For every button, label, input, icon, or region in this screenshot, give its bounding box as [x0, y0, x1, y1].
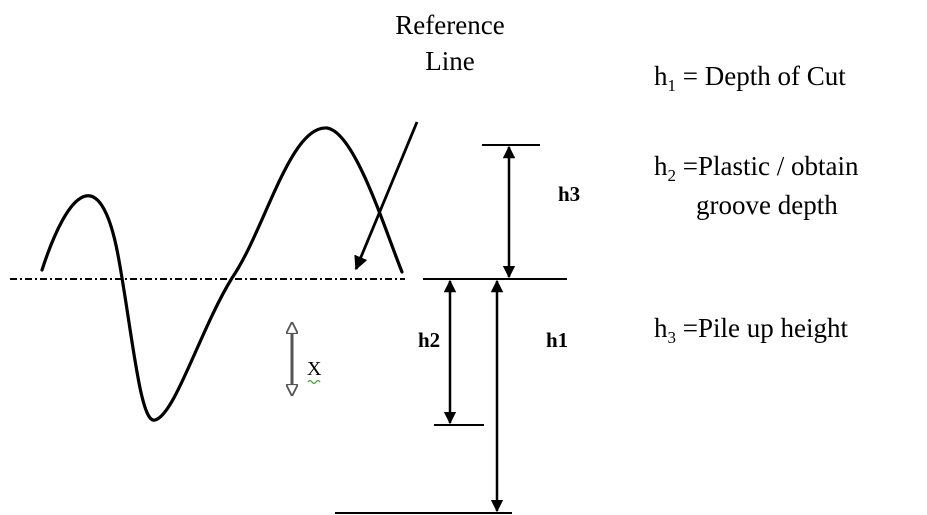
legend-h2-base: h — [654, 151, 668, 181]
legend-h2-line2: groove depth — [696, 190, 838, 220]
legend-h3-sub: 3 — [668, 328, 677, 347]
h3-label: h3 — [558, 182, 580, 206]
surface-profile-curve — [40, 126, 404, 422]
legend-h1: h1 = Depth of Cut — [654, 61, 846, 95]
legend-h1-base: h — [654, 61, 668, 91]
reference-label-line1: Reference — [395, 10, 504, 40]
x-spellcheck-squiggle — [307, 379, 321, 385]
legend-h3-base: h — [654, 313, 668, 343]
legend-h2-sub: 2 — [668, 166, 677, 185]
legend-h2: h2 =Plastic / obtain — [654, 151, 859, 185]
h2-label: h2 — [418, 328, 440, 352]
legend-h1-text: = Depth of Cut — [676, 61, 846, 91]
legend-h3: h3 =Pile up height — [654, 313, 848, 347]
legend-h2-text: =Plastic / obtain — [676, 151, 859, 181]
legend-h3-text: =Pile up height — [676, 313, 848, 343]
reference-label-line2: Line — [425, 46, 474, 76]
h1-label: h1 — [546, 328, 568, 352]
legend-h1-sub: 1 — [668, 76, 677, 95]
reference-pointer-arrow — [354, 121, 419, 271]
x-label: X — [307, 358, 322, 380]
